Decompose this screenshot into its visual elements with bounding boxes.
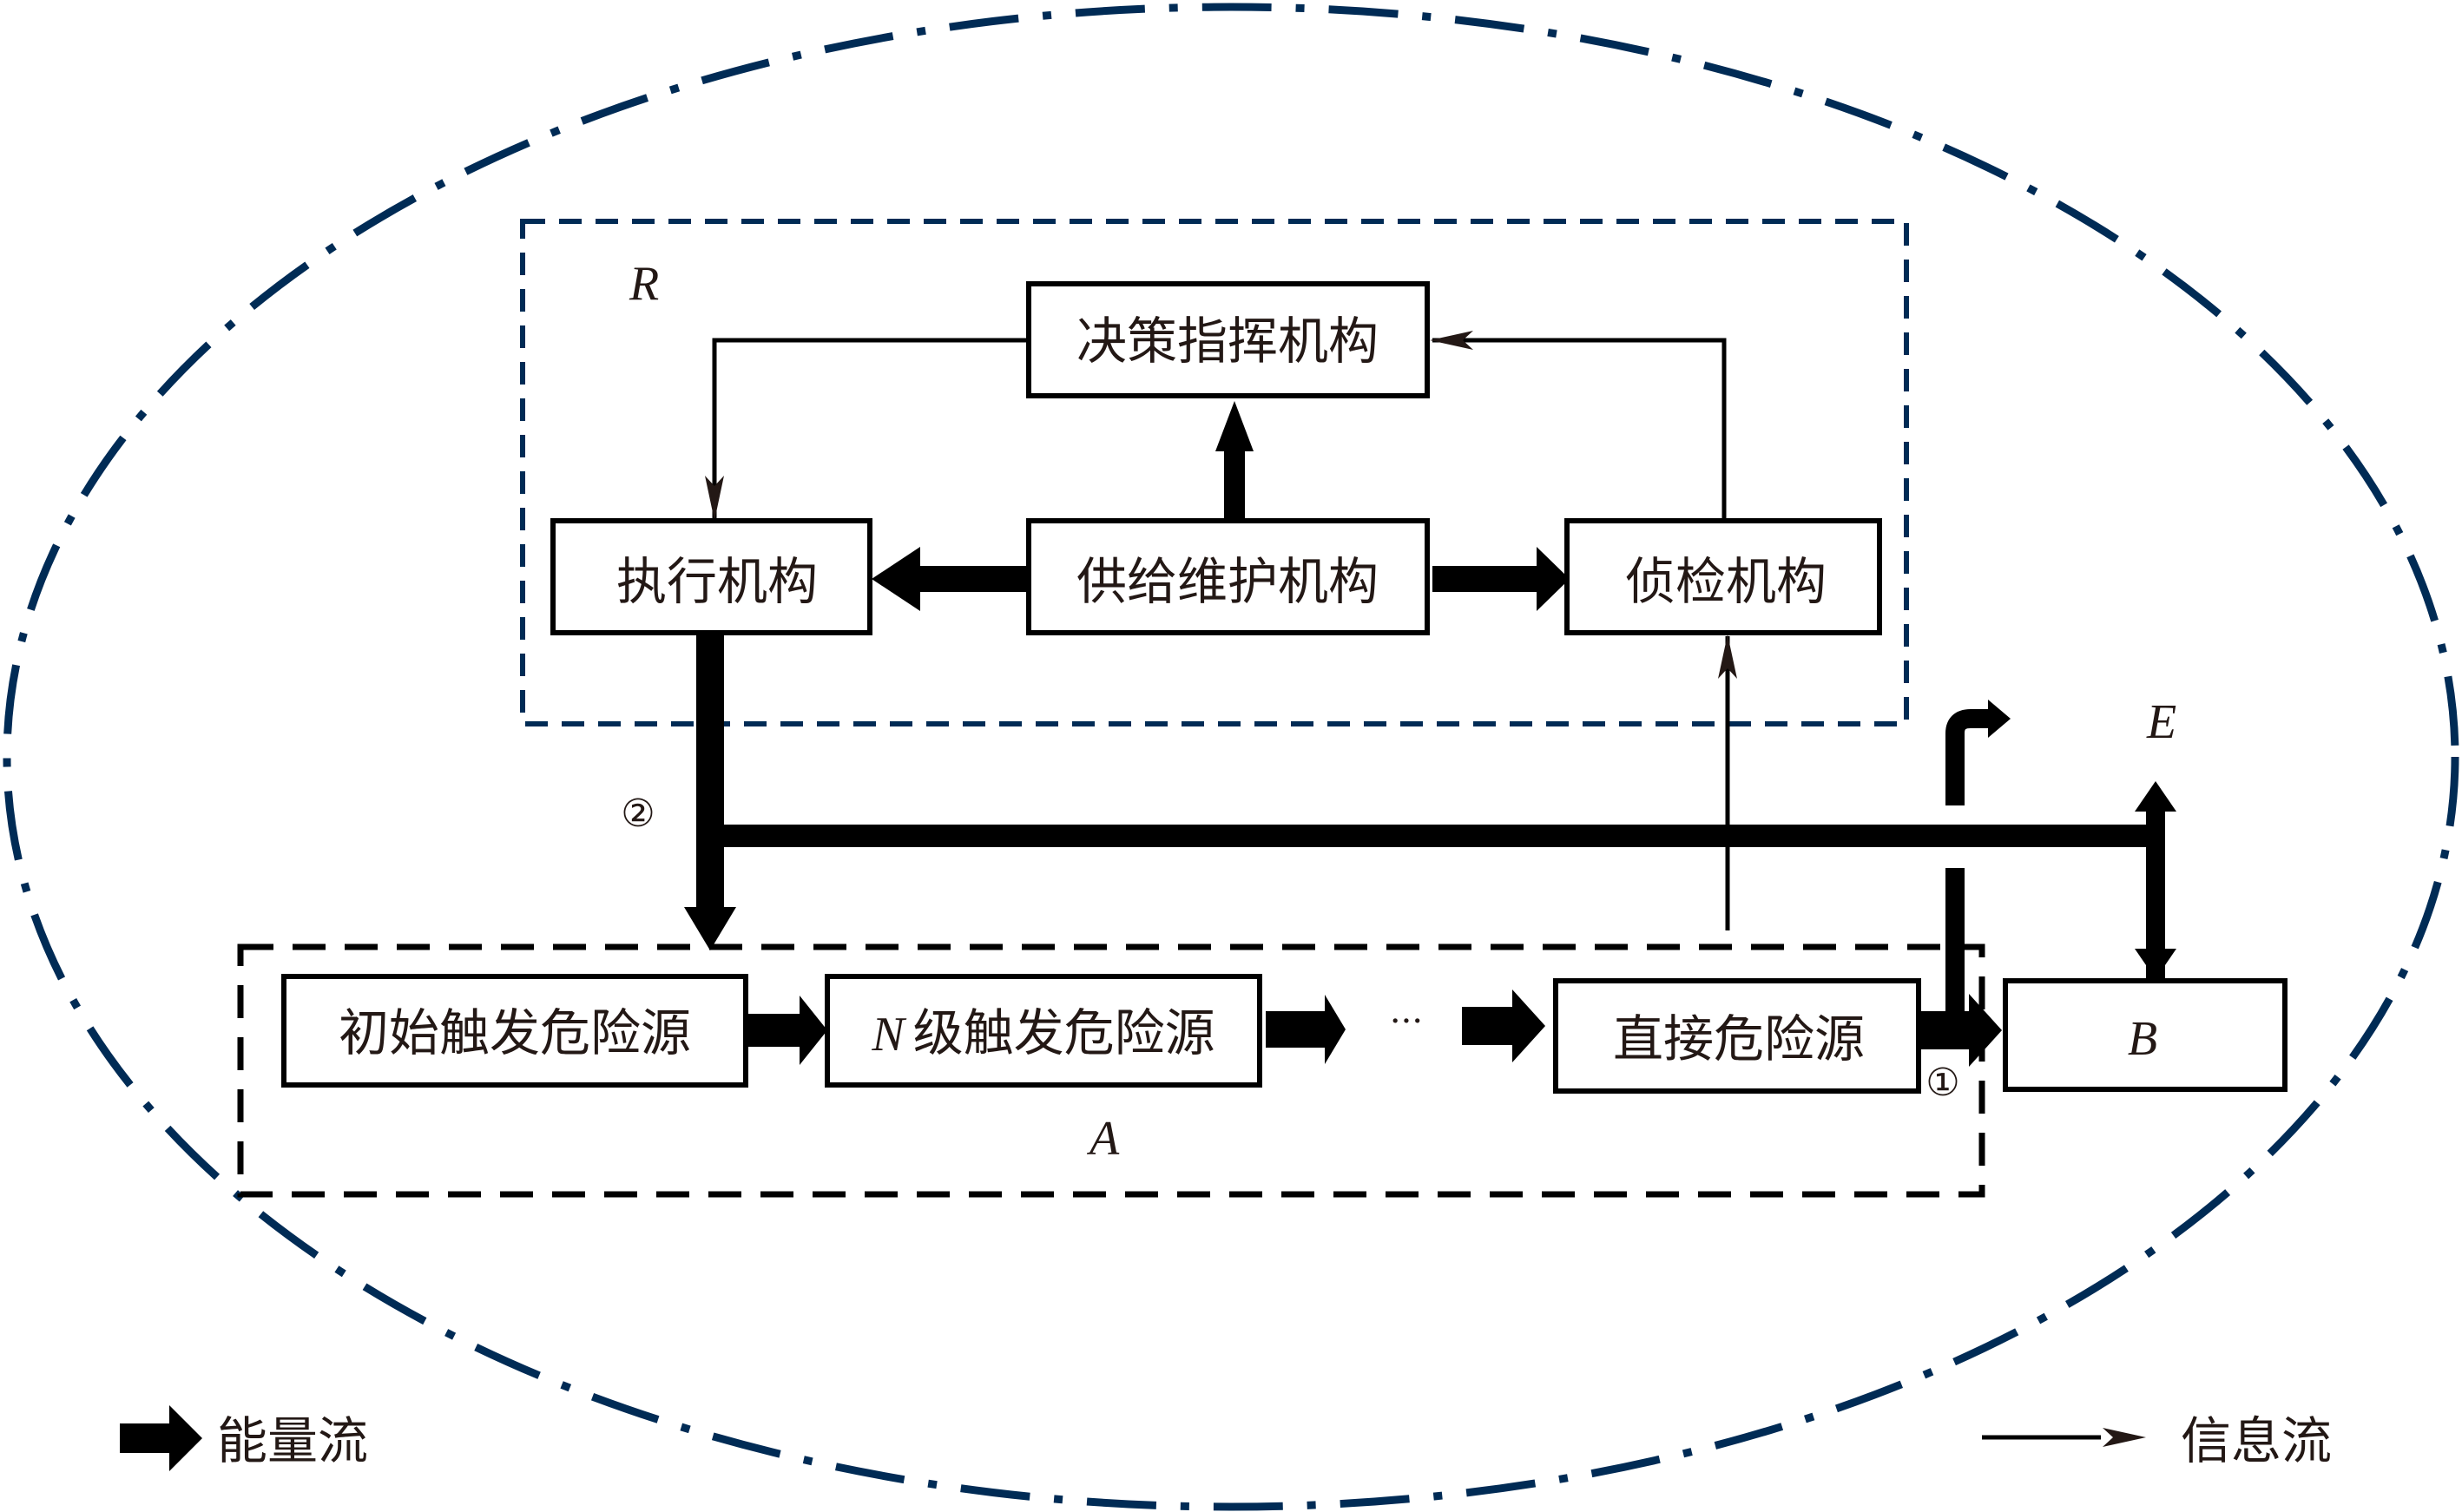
node-detection: 侦检机构 bbox=[1564, 518, 1882, 635]
energy-arrowhead-b-direct bbox=[1969, 994, 2002, 1067]
energy-shaft-execution-to-a bbox=[696, 633, 724, 910]
environment-boundary-ellipse bbox=[3, 3, 2459, 1511]
node-direct-hazard-label: 直接危险源 bbox=[1613, 1009, 1865, 1068]
node-execution: 执行机构 bbox=[550, 518, 872, 635]
energy-arrowhead-detection bbox=[1537, 547, 1570, 611]
marker-circle-2: ② bbox=[621, 792, 655, 836]
energy-arrowhead-e bbox=[2135, 781, 2176, 812]
energy-arrowhead-b bbox=[2135, 949, 2176, 979]
energy-shaft-initial-to-n bbox=[746, 1014, 800, 1047]
energy-shaft-supply-to-execution bbox=[920, 566, 1026, 592]
energy-shaft-hazard-lower bbox=[1945, 868, 1965, 1033]
a-label: A bbox=[1086, 1112, 1120, 1166]
energy-shaft-e-b bbox=[2146, 812, 2165, 981]
node-b-label: B bbox=[2128, 1012, 2157, 1066]
node-decision-command-label: 决策指挥机构 bbox=[1076, 312, 1379, 371]
energy-arrowhead-a bbox=[684, 907, 736, 950]
energy-flow-legend-label: 能量流 bbox=[217, 1411, 368, 1470]
node-supply-maintenance: 供给维护机构 bbox=[1026, 518, 1430, 635]
energy-arrowhead-n bbox=[800, 996, 827, 1065]
energy-arrowhead-execution bbox=[872, 547, 920, 611]
node-supply-maintenance-label: 供给维护机构 bbox=[1076, 552, 1379, 611]
info-arrowhead-detection bbox=[1718, 634, 1737, 679]
info-arrowhead-execution bbox=[705, 476, 724, 521]
energy-flow-legend-icon bbox=[120, 1405, 202, 1471]
legend-information-flow: 信息流 bbox=[1982, 1411, 2332, 1470]
information-flow-legend-arrowhead bbox=[2103, 1428, 2146, 1447]
info-arrowhead-decision bbox=[1430, 331, 1473, 350]
energy-arrowhead-ellipsis bbox=[1325, 995, 1346, 1064]
energy-shaft-supply-to-detection bbox=[1432, 566, 1537, 592]
energy-arrowhead-environment bbox=[1988, 700, 2011, 738]
r-system-boundary bbox=[520, 219, 1909, 726]
node-b: B bbox=[2003, 978, 2288, 1092]
node-decision-command: 决策指挥机构 bbox=[1026, 281, 1430, 398]
energy-shaft-hazard-upper bbox=[1945, 746, 1965, 805]
energy-arrowhead-direct bbox=[1512, 989, 1545, 1062]
node-initial-trigger-hazard: 初始触发危险源 bbox=[281, 974, 748, 1088]
n-level-variable: N bbox=[871, 1008, 906, 1062]
energy-shaft-ellipsis-to-direct bbox=[1462, 1007, 1514, 1045]
e-label: E bbox=[2146, 695, 2176, 749]
information-flow-legend-label: 信息流 bbox=[2181, 1411, 2332, 1470]
r-label: R bbox=[629, 257, 659, 311]
node-direct-hazard: 直接危险源 bbox=[1553, 978, 1921, 1094]
legend-energy-flow: 能量流 bbox=[120, 1405, 368, 1471]
info-flow-decision-to-execution bbox=[712, 338, 1029, 519]
energy-shaft-direct-to-b bbox=[1919, 1011, 1971, 1049]
node-execution-label: 执行机构 bbox=[616, 552, 818, 611]
ellipsis-label: ··· bbox=[1390, 1002, 1423, 1042]
energy-shaft-n-to-ellipsis bbox=[1266, 1011, 1325, 1048]
energy-shaft-supply-to-decision bbox=[1224, 451, 1245, 519]
energy-arrowhead-decision bbox=[1215, 401, 1254, 451]
marker-circle-1: ① bbox=[1925, 1061, 1959, 1105]
energy-bus-horizontal bbox=[724, 825, 2165, 847]
info-flow-detection-to-decision bbox=[1432, 338, 1727, 521]
node-detection-label: 侦检机构 bbox=[1625, 552, 1827, 611]
energy-bend-to-environment bbox=[1945, 709, 1988, 748]
n-level-text: 级触发危险源 bbox=[913, 1003, 1215, 1062]
node-initial-trigger-hazard-label: 初始触发危险源 bbox=[339, 1003, 691, 1062]
